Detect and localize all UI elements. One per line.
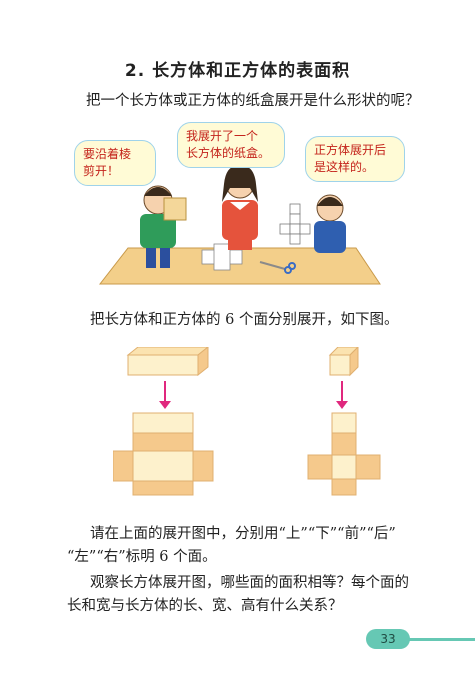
cuboid-diagram xyxy=(113,347,214,496)
children-illustration xyxy=(98,165,381,285)
cube-diagram xyxy=(307,347,381,496)
speech-bubble-middle: 我展开了一个 长方体的纸盒。 xyxy=(177,122,285,168)
illustration: 要沿着棱 剪开！ 我展开了一个 长方体的纸盒。 正方体展开后 是这样的。 xyxy=(74,122,405,290)
speech-bubble-left: 要沿着棱 剪开！ xyxy=(74,140,156,186)
instruction-text: 把长方体和正方体的 6 个面分别展开，如下图。 xyxy=(90,312,399,328)
paragraph-observe-line1: 观察长方体展开图，哪些面的面积相等？每个面的 xyxy=(90,575,409,591)
bubble-middle-line2: 长方体的纸盒。 xyxy=(186,146,271,160)
boy-left xyxy=(140,185,187,268)
question-text: 把一个长方体或正方体的纸盒展开是什么形状的呢？ xyxy=(86,93,420,109)
cuboid-3d xyxy=(126,347,209,377)
bubble-right-line1: 正方体展开后 xyxy=(314,143,387,157)
cube-3d xyxy=(328,347,359,377)
bubble-middle-line1: 我展开了一个 xyxy=(186,129,259,143)
boy-right xyxy=(279,194,346,253)
speech-bubble-right: 正方体展开后 是这样的。 xyxy=(305,136,405,182)
scissors-icon xyxy=(259,261,296,274)
bubble-right-line2: 是这样的。 xyxy=(314,160,375,174)
girl-middle xyxy=(222,165,258,250)
page-number: 33 xyxy=(366,629,410,649)
bubble-left-line2: 剪开！ xyxy=(83,164,120,178)
paragraph-label-faces-line1: 请在上面的展开图中，分别用“上”“下”“前”“后” xyxy=(90,526,396,542)
paragraph-label-faces-line2: “左”“右”标明 6 个面。 xyxy=(67,549,217,565)
paragraph-observe-line2: 长和宽与长方体的长、宽、高有什么关系？ xyxy=(67,598,343,614)
cuboid-net xyxy=(113,412,214,496)
cube-net-paper xyxy=(279,203,311,245)
page-footer-line xyxy=(404,638,475,641)
page-title: 2. 长方体和正方体的表面积 xyxy=(124,61,351,81)
down-arrow-icon xyxy=(159,381,171,409)
down-arrow-icon xyxy=(336,381,348,409)
bubble-left-line1: 要沿着棱 xyxy=(83,147,132,161)
cube-net xyxy=(307,412,381,496)
